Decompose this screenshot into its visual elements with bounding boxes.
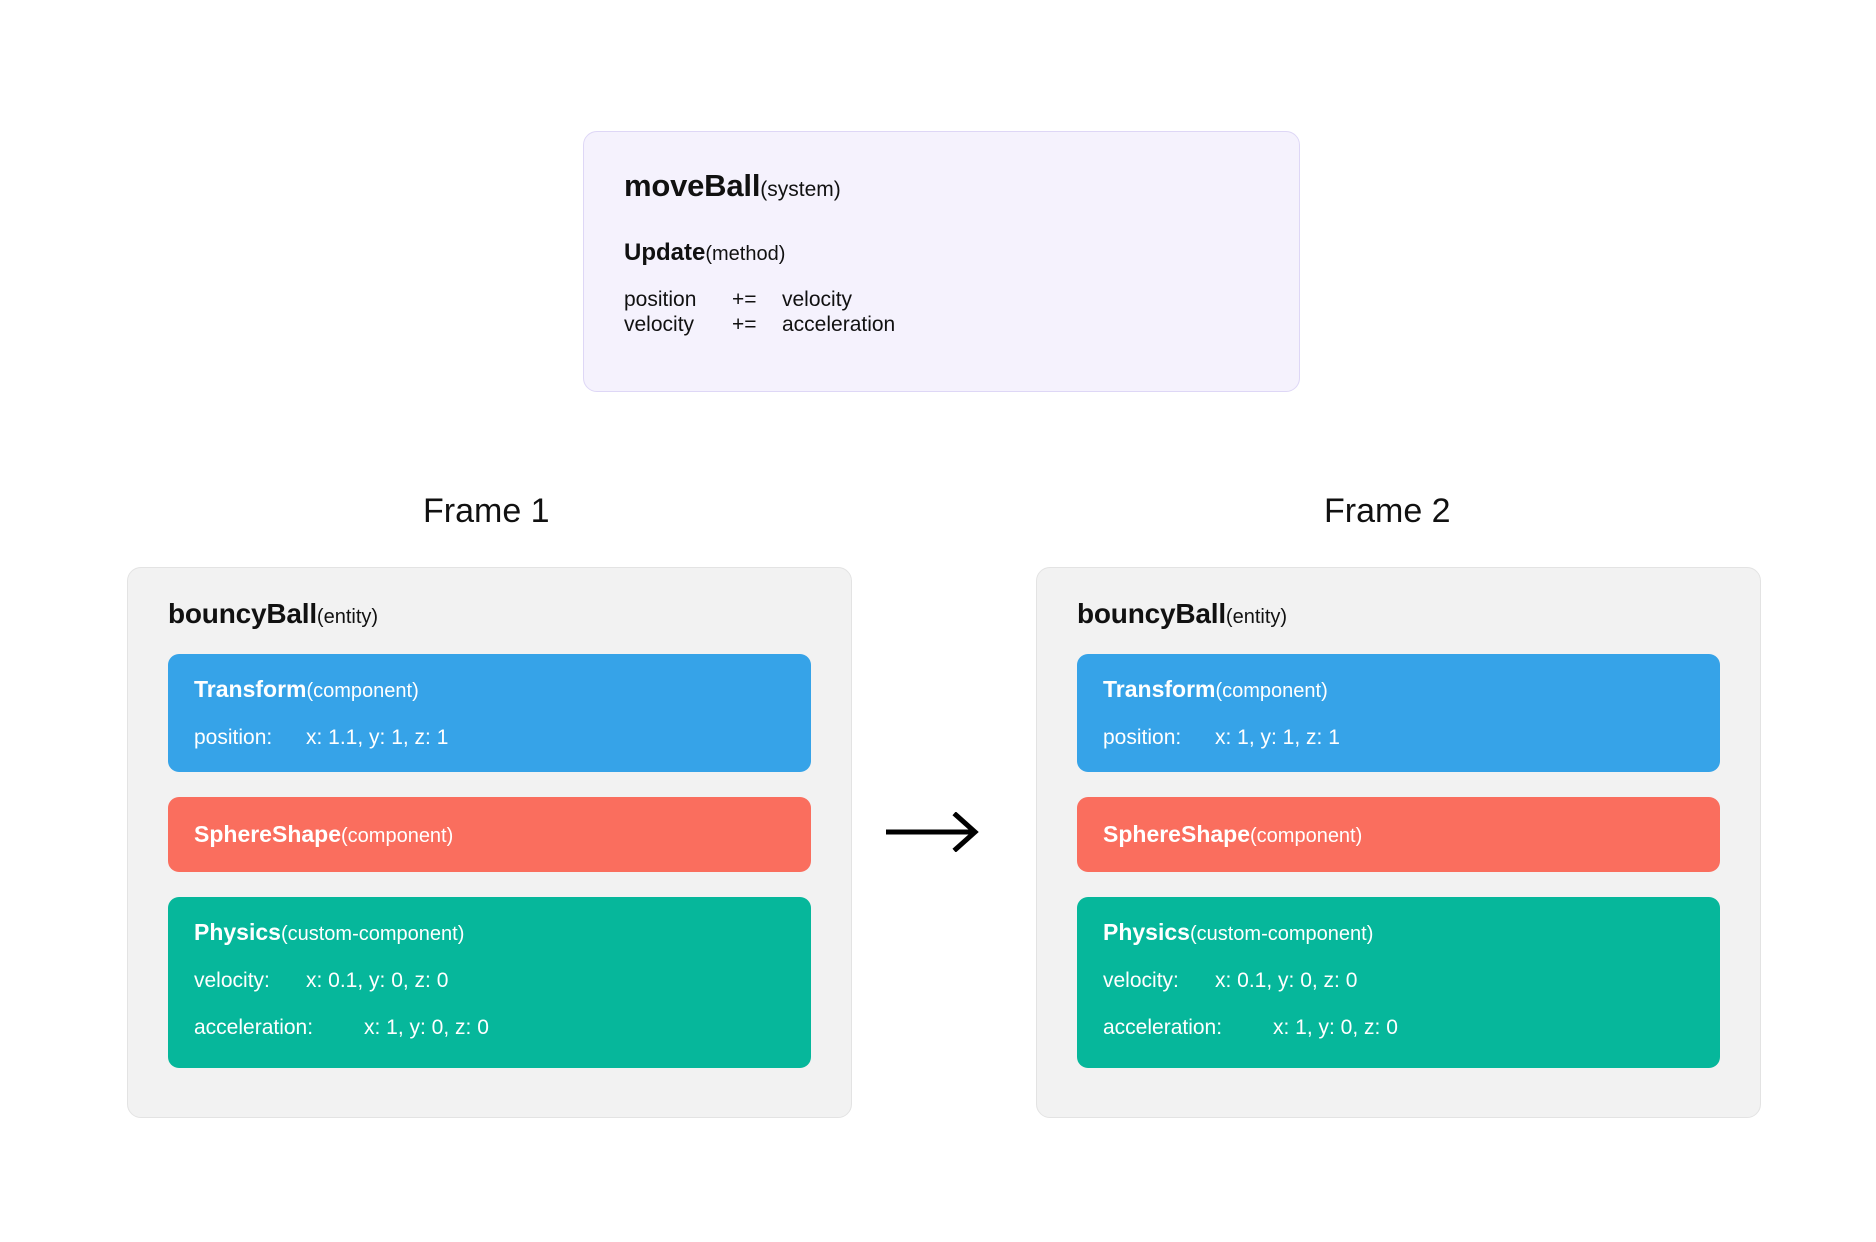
component-physics: Physics(custom-component) velocity: x: 0… bbox=[1077, 897, 1720, 1068]
component-title: Physics(custom-component) bbox=[194, 919, 785, 945]
property-value: x: 1, y: 1, z: 1 bbox=[1215, 726, 1340, 749]
entity-name: bouncyBall bbox=[1077, 598, 1226, 629]
frame-label-1: Frame 1 bbox=[423, 492, 550, 530]
entity-name: bouncyBall bbox=[168, 598, 317, 629]
component-name: SphereShape bbox=[1103, 821, 1250, 847]
component-kind: (component) bbox=[1250, 825, 1363, 847]
component-title: Physics(custom-component) bbox=[1103, 919, 1694, 945]
entity-title: bouncyBall(entity) bbox=[168, 600, 811, 628]
component-kind: (component) bbox=[341, 825, 454, 847]
component-name: Physics bbox=[1103, 919, 1190, 945]
code-rhs: acceleration bbox=[782, 312, 896, 336]
property-value: x: 1, y: 0, z: 0 bbox=[364, 1016, 489, 1039]
system-title: moveBall(system) bbox=[624, 170, 1259, 201]
entity-card-frame-2: bouncyBall(entity) Transform(component) … bbox=[1036, 567, 1761, 1118]
code-statement: position += velocity bbox=[624, 288, 1259, 313]
component-property: position: x: 1.1, y: 1, z: 1 bbox=[194, 727, 785, 748]
entity-kind: (entity) bbox=[1225, 606, 1288, 628]
component-transform: Transform(component) position: x: 1, y: … bbox=[1077, 654, 1720, 772]
property-key: position: bbox=[1103, 726, 1182, 749]
component-name: Transform bbox=[194, 676, 307, 702]
property-value: x: 0.1, y: 0, z: 0 bbox=[1215, 969, 1358, 992]
code-operator: += bbox=[732, 288, 757, 311]
frame-label-2: Frame 2 bbox=[1324, 492, 1451, 530]
component-title: SphereShape(component) bbox=[1103, 821, 1694, 847]
component-name: Physics bbox=[194, 919, 281, 945]
component-property: acceleration: x: 1, y: 0, z: 0 bbox=[1103, 1017, 1694, 1038]
property-key: velocity: bbox=[1103, 969, 1179, 992]
system-method-heading: Update(method) bbox=[624, 241, 1259, 265]
entity-kind: (entity) bbox=[316, 606, 379, 628]
code-operator: += bbox=[732, 312, 757, 336]
component-name: Transform bbox=[1103, 676, 1216, 702]
system-card-moveball: moveBall(system) Update(method) position… bbox=[583, 131, 1300, 392]
entity-card-frame-1: bouncyBall(entity) Transform(component) … bbox=[127, 567, 852, 1118]
property-key: position: bbox=[194, 726, 273, 749]
code-lhs: velocity bbox=[624, 312, 695, 336]
component-kind: (custom-component) bbox=[280, 923, 465, 945]
component-name: SphereShape bbox=[194, 821, 341, 847]
code-rhs: velocity bbox=[782, 288, 853, 311]
component-property: velocity: x: 0.1, y: 0, z: 0 bbox=[194, 970, 785, 991]
component-physics: Physics(custom-component) velocity: x: 0… bbox=[168, 897, 811, 1068]
code-lhs: position bbox=[624, 288, 697, 311]
property-value: x: 1, y: 0, z: 0 bbox=[1273, 1016, 1398, 1039]
component-kind: (component) bbox=[1215, 680, 1328, 702]
component-title: Transform(component) bbox=[1103, 676, 1694, 702]
component-title: Transform(component) bbox=[194, 676, 785, 702]
method-name: Update bbox=[624, 239, 706, 266]
entity-title: bouncyBall(entity) bbox=[1077, 600, 1720, 628]
code-statement: velocity += acceleration bbox=[624, 313, 1259, 338]
component-title: SphereShape(component) bbox=[194, 821, 785, 847]
component-property: velocity: x: 0.1, y: 0, z: 0 bbox=[1103, 970, 1694, 991]
arrow-right-icon bbox=[886, 811, 986, 853]
component-property: position: x: 1, y: 1, z: 1 bbox=[1103, 727, 1694, 748]
system-kind: (system) bbox=[760, 178, 841, 201]
system-name: moveBall bbox=[624, 168, 761, 203]
property-key: velocity: bbox=[194, 969, 270, 992]
component-kind: (component) bbox=[306, 680, 419, 702]
component-sphereshape: SphereShape(component) bbox=[168, 797, 811, 872]
component-transform: Transform(component) position: x: 1.1, y… bbox=[168, 654, 811, 772]
component-sphereshape: SphereShape(component) bbox=[1077, 797, 1720, 872]
component-kind: (custom-component) bbox=[1189, 923, 1374, 945]
property-key: acceleration: bbox=[194, 1016, 314, 1039]
property-value: x: 1.1, y: 1, z: 1 bbox=[306, 726, 449, 749]
property-key: acceleration: bbox=[1103, 1016, 1223, 1039]
property-value: x: 0.1, y: 0, z: 0 bbox=[306, 969, 449, 992]
system-code-block: position += velocity velocity += acceler… bbox=[624, 288, 1259, 338]
method-kind: (method) bbox=[705, 243, 786, 265]
component-property: acceleration: x: 1, y: 0, z: 0 bbox=[194, 1017, 785, 1038]
